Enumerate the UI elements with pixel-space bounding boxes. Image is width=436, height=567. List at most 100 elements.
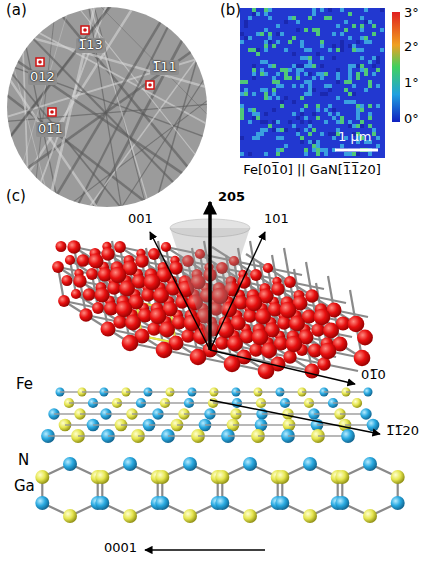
map-pixel <box>376 68 380 72</box>
map-pixel <box>376 56 380 60</box>
panel-label: (b) <box>220 2 241 19</box>
map-pixel <box>280 68 284 72</box>
map-pixel <box>288 16 292 20</box>
map-pixel <box>308 92 312 96</box>
map-pixel <box>264 88 268 92</box>
map-pixel <box>348 36 352 40</box>
map-pixel <box>336 24 340 28</box>
map-pixel <box>260 32 264 36</box>
map-pixel <box>348 12 352 16</box>
fe-atom <box>83 288 96 301</box>
map-pixel <box>284 48 288 52</box>
kikuchi-line <box>49 0 260 167</box>
fe-atom <box>89 254 104 269</box>
n-atom <box>155 496 169 510</box>
map-pixel <box>324 152 328 156</box>
map-pixel <box>320 8 324 12</box>
map-pixel <box>248 120 252 124</box>
map-pixel <box>352 100 356 104</box>
gan-hexagon <box>162 464 217 516</box>
map-pixel <box>276 96 280 100</box>
map-pixel <box>360 68 364 72</box>
map-pixel <box>276 120 280 124</box>
map-pixel <box>264 92 268 96</box>
map-pixel <box>268 32 272 36</box>
fe-atom <box>354 350 371 367</box>
map-pixel <box>356 112 360 116</box>
fe-atom <box>101 322 116 337</box>
fe-atom <box>280 302 297 319</box>
fe-atom <box>305 289 318 302</box>
map-pixel <box>272 80 276 84</box>
kikuchi-line <box>0 3 208 218</box>
map-pixel <box>260 132 264 136</box>
map-pixel <box>352 24 356 28</box>
map-pixel <box>332 44 336 48</box>
map-pixel <box>256 12 260 16</box>
fe-atom <box>250 269 262 281</box>
map-pixel <box>312 112 316 116</box>
map-pixel <box>320 148 324 152</box>
map-pixel <box>292 64 296 68</box>
map-pixel <box>372 128 376 132</box>
map-pixel <box>352 44 356 48</box>
map-pixel <box>248 36 252 40</box>
map-pixel <box>372 64 376 68</box>
map-pixel <box>296 68 300 72</box>
map-pixel <box>360 124 364 128</box>
map-pixel <box>272 76 276 80</box>
map-pixel <box>296 20 300 24</box>
gan-hexagon <box>342 464 397 516</box>
map-pixel <box>312 28 316 32</box>
fe-atom <box>311 323 324 336</box>
map-pixel <box>252 136 256 140</box>
map-pixel <box>304 128 308 132</box>
map-pixel <box>296 76 300 80</box>
kikuchi-line <box>0 24 161 257</box>
panel-label: (a) <box>6 2 27 19</box>
map-pixel <box>316 108 320 112</box>
map-pixel <box>288 68 292 72</box>
map-pixel <box>328 132 332 136</box>
map-pixel <box>340 48 344 52</box>
map-pixel <box>340 120 344 124</box>
map-pixel <box>376 104 380 108</box>
map-pixel <box>352 124 356 128</box>
map-pixel <box>316 116 320 120</box>
panel-label: (c) <box>6 188 26 205</box>
map-pixel <box>360 24 364 28</box>
map-pixel <box>300 44 304 48</box>
fe-atom <box>153 288 169 304</box>
zone-axis-marker <box>146 81 154 89</box>
map-pixel <box>316 152 320 156</box>
map-pixel <box>316 52 320 56</box>
map-pixel <box>344 100 348 104</box>
fe-atom <box>255 309 271 325</box>
map-pixel <box>344 80 348 84</box>
map-pixel <box>356 152 360 156</box>
map-pixel <box>344 152 348 156</box>
n-atom <box>95 496 109 510</box>
fe-atom <box>305 364 320 379</box>
ga-atom <box>391 470 405 484</box>
map-pixel <box>332 32 336 36</box>
map-pixel <box>292 112 296 116</box>
map-pixel <box>256 116 260 120</box>
fe-atom <box>286 336 303 353</box>
map-pixel <box>272 108 276 112</box>
map-pixel <box>324 148 328 152</box>
map-pixel <box>260 88 264 92</box>
ga-atom <box>95 470 109 484</box>
map-pixel <box>320 92 324 96</box>
map-pixel <box>304 148 308 152</box>
map-pixel <box>284 128 288 132</box>
map-pixel <box>380 48 384 52</box>
arrow-101 <box>210 232 265 350</box>
fe-atom <box>144 274 161 291</box>
map-pixel <box>332 56 336 60</box>
map-pixel <box>368 20 372 24</box>
ga-atom <box>183 509 197 523</box>
zone-axis-dot <box>83 28 87 32</box>
map-pixel <box>324 120 328 124</box>
map-pixel <box>312 8 316 12</box>
